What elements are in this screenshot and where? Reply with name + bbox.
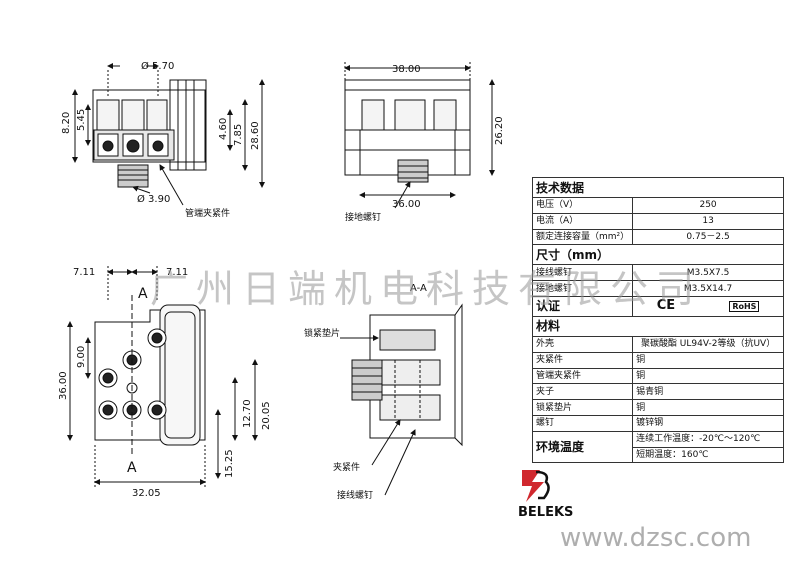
label-wire-screw: 接线螺钉 (337, 489, 373, 501)
label-lock-washer: 锁紧垫片 (304, 327, 340, 339)
tube-clamp-value: 铜 (632, 367, 784, 385)
tube-clamp-key: 管端夹紧件 (531, 367, 634, 385)
hdr-certification: 认证 (531, 295, 634, 317)
company-watermark: 广州日端机电科技有限公司 (150, 267, 703, 311)
top-right-side-view (344, 62, 495, 209)
dim-38-00: 38.00 (392, 64, 421, 75)
env-value-continuous: 连续工作温度：-20℃～120℃ (632, 430, 784, 448)
dim-5-70: Ø 5.70 (141, 60, 174, 72)
hdr-size: 尺寸（mm） (532, 244, 784, 266)
dim-26-20: 26.20 (494, 116, 505, 145)
clamp-value: 铜 (632, 351, 784, 369)
env-key: 环境温度 (531, 430, 634, 464)
section-marker-bottom: A (127, 460, 137, 476)
dim-32-05: 32.05 (132, 488, 161, 499)
screw-key: 螺钉 (531, 414, 634, 432)
clip-key: 夹子 (531, 383, 634, 401)
shell-key: 外壳 (531, 335, 634, 353)
label-clamp: 夹紧件 (333, 461, 360, 473)
clamp-key: 夹紧件 (531, 351, 634, 369)
washer-key: 锁紧垫片 (531, 399, 634, 416)
dim-7-11-left: 7.11 (73, 267, 95, 278)
dim-20-05: 20.05 (261, 401, 272, 430)
shell-value: 聚碳酸酯 UL94V-2等级（抗UV） (632, 335, 784, 353)
dim-7-11-right: 7.11 (166, 267, 188, 278)
brand-name: BELEKS (518, 505, 574, 520)
voltage-value: 250 (632, 197, 784, 214)
rohs-mark-icon: RoHS (729, 301, 760, 313)
top-left-dimensions: Ø 5.70 8.20 5.45 4.60 7.85 28.60 Ø 3.90 … (61, 60, 261, 219)
site-watermark: www.dzsc.com (560, 523, 752, 553)
capacity-value: 0.75－2.5 (632, 228, 784, 246)
spec-table: 技术数据 电压（V）250 电流（A）13 额定连接容量（mm²）0.75－2.… (531, 177, 784, 464)
section-marker-top: A (138, 286, 148, 302)
hdr-material: 材料 (532, 315, 784, 337)
dim-4-60: 4.60 (218, 118, 229, 140)
dim-5-45: 5.45 (76, 109, 87, 131)
label-ground-screw: 接地螺钉 (345, 211, 381, 223)
section-view-a-a (340, 303, 463, 496)
dim-9-00: 9.00 (76, 346, 87, 368)
section-view-labels: A-A 锁紧垫片 夹紧件 接线螺钉 (304, 283, 427, 501)
ce-mark-icon: CE (656, 298, 676, 314)
bottom-left-dimensions: 7.11 7.11 9.00 36.00 12.70 20.05 15.25 3… (58, 267, 272, 499)
capacity-key: 额定连接容量（mm²） (531, 228, 634, 246)
screw-value: 镀锌钢 (632, 414, 784, 432)
hdr-tech-data: 技术数据 (532, 177, 784, 198)
label-tube-clamp: 管端夹紧件 (185, 207, 230, 219)
current-key: 电流（A） (531, 212, 634, 230)
bottom-left-top-view (67, 266, 258, 488)
dim-36-00-side: 36.00 (58, 371, 69, 400)
beleks-logo-icon (522, 470, 550, 502)
washer-value: 铜 (632, 399, 784, 416)
top-left-front-view (72, 63, 265, 206)
env-value-short: 短期温度：160℃ (632, 446, 784, 464)
dim-7-85: 7.85 (233, 124, 244, 146)
dim-12-70: 12.70 (242, 399, 253, 428)
dim-15-25: 15.25 (224, 449, 235, 478)
clip-value: 锡青铜 (632, 383, 784, 401)
dim-8-20: 8.20 (61, 112, 72, 134)
voltage-key: 电压（V） (531, 197, 634, 214)
section-title: A-A (410, 283, 427, 294)
current-value: 13 (632, 212, 784, 230)
dim-36-00: 36.00 (392, 199, 421, 210)
top-right-dimensions: 38.00 26.20 36.00 接地螺钉 (345, 64, 505, 223)
dim-3-90: Ø 3.90 (137, 193, 170, 205)
dim-28-60: 28.60 (250, 121, 261, 150)
